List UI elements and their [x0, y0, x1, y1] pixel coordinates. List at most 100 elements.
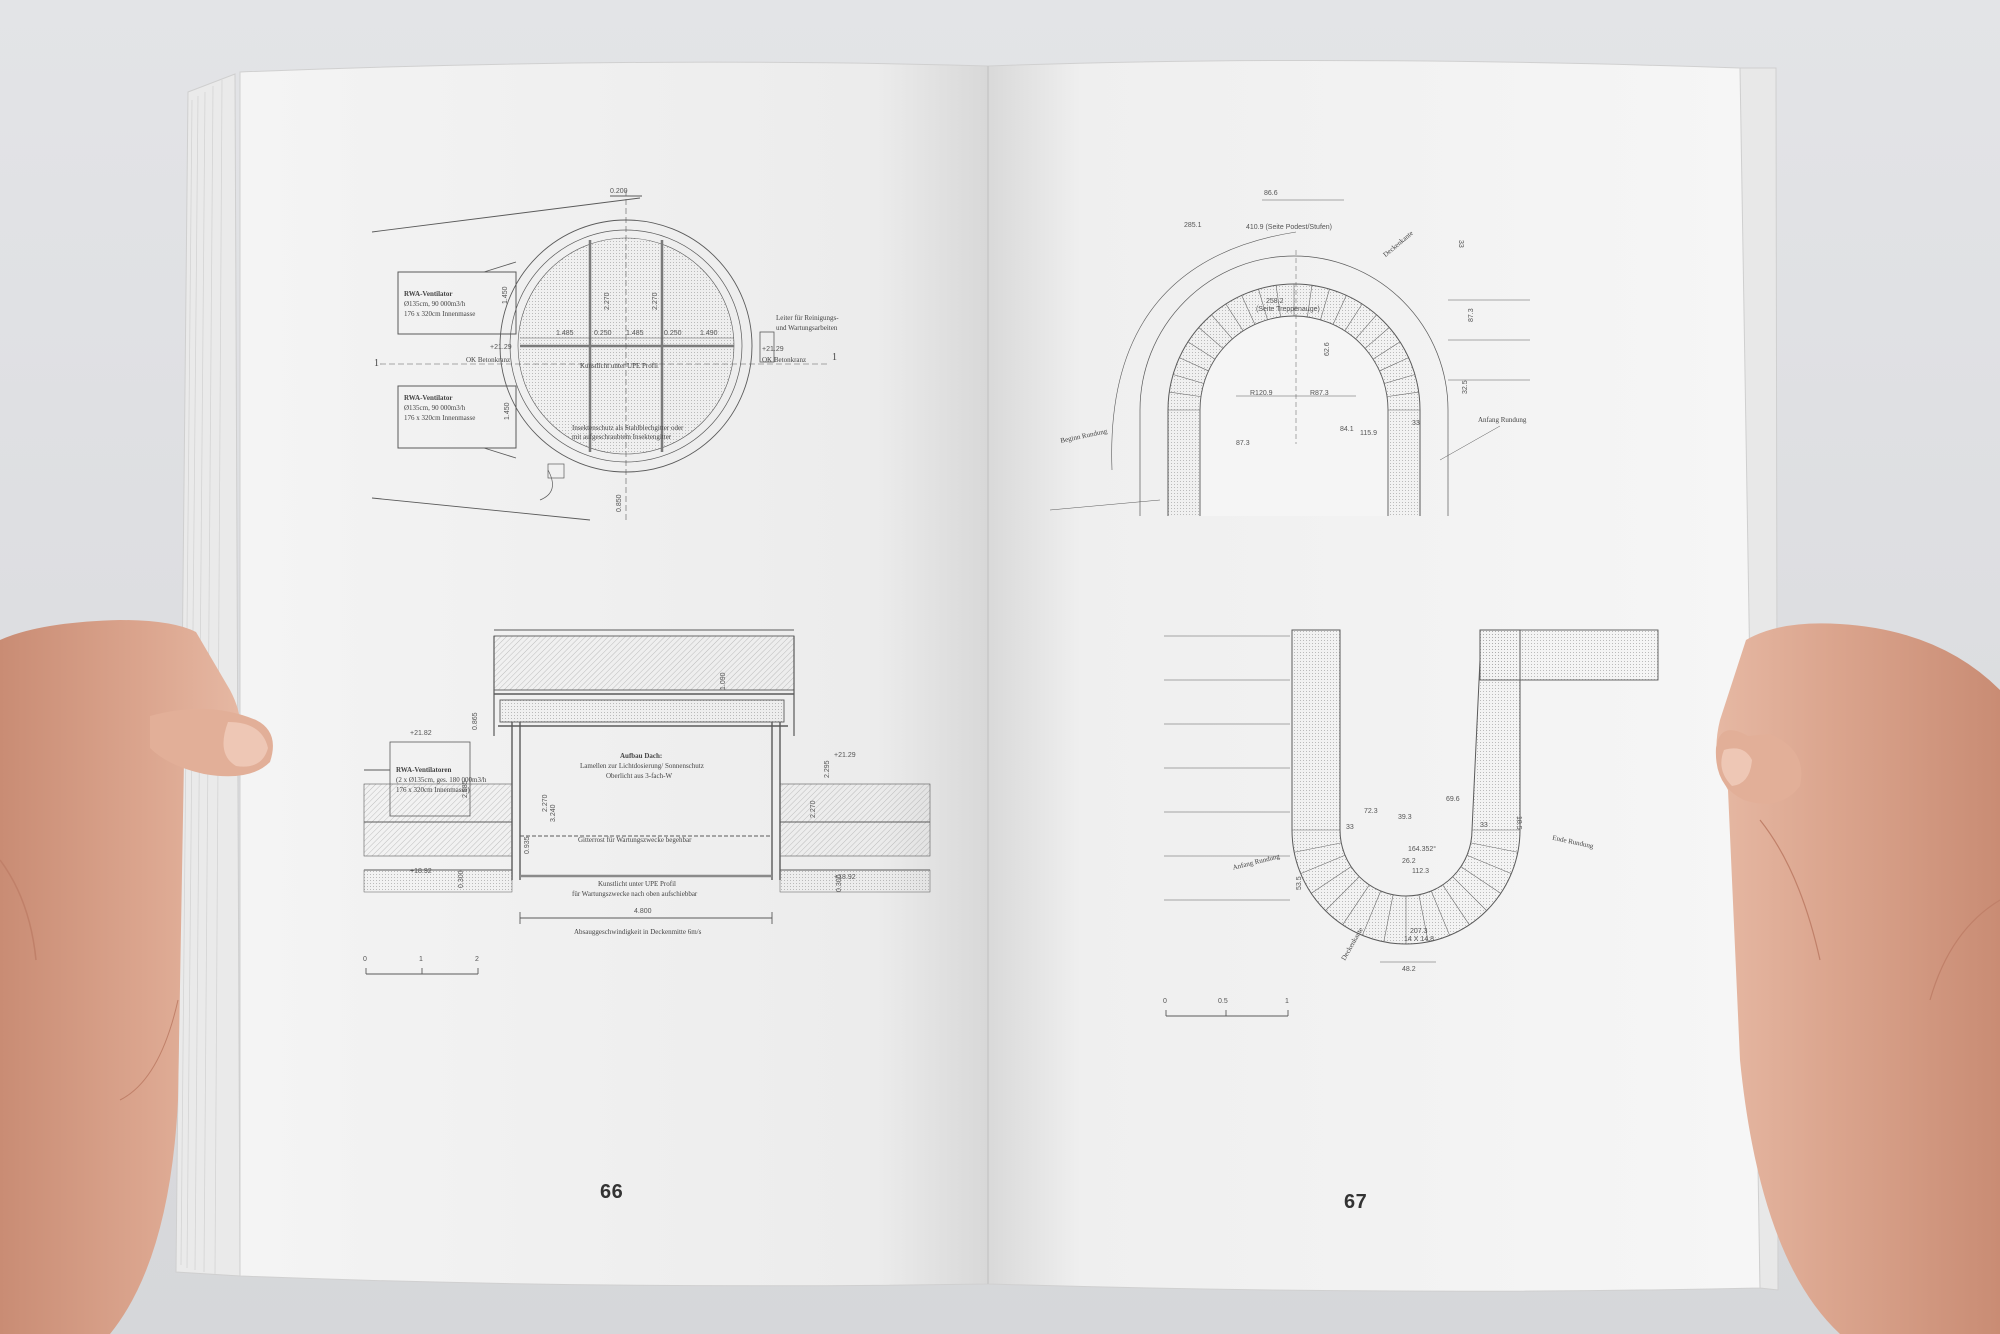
stair-top-dim: 33	[1457, 240, 1464, 248]
plan-ok-right: OK Betonkranz	[762, 356, 807, 364]
stair-bottom-dim: 207.3	[1410, 928, 1428, 935]
stair-tread	[1307, 285, 1313, 317]
section-light-2: für Wartungszwecke nach oben aufschiebba…	[572, 890, 698, 898]
stair-tread	[1342, 884, 1370, 925]
plan-insect-note: Insektenschutz als Stahlblechgitter oder	[572, 424, 684, 432]
section-scale-0: 0	[363, 956, 367, 963]
stair-bottom-dim: 39.3	[1398, 814, 1412, 821]
stair-bottom-dim: 14 X 14.8	[1404, 936, 1434, 943]
section-dim: 0.300	[836, 874, 843, 892]
section-dim: 0.865	[472, 712, 479, 730]
plan-fan-top-size: 176 x 320cm Innenmasse	[404, 310, 476, 318]
stair-bottom-dim: 48.2	[1402, 966, 1416, 973]
stair-tread	[1332, 295, 1347, 325]
stair-tread	[1430, 890, 1450, 936]
section-dim-width: 4.800	[634, 908, 652, 915]
section-roof-title: Aufbau Dach:	[620, 752, 663, 760]
stair-tread	[1187, 341, 1216, 360]
stair-bottom-dim: 33	[1346, 824, 1354, 831]
plan-fan-bottom-size: 176 x 320cm Innenmasse	[404, 414, 476, 422]
stair-top-dim: R120.9	[1250, 390, 1273, 397]
section-dim: 2.270	[542, 794, 549, 812]
plan-dim: 0.850	[616, 494, 623, 512]
stair-tread	[1198, 327, 1224, 349]
section-fan-spec: (2 x Ø135cm, ges. 180 000m3/h	[396, 776, 487, 784]
stair-top-dim: 410.9 (Seite Podest/Stufen)	[1246, 224, 1332, 231]
section-dim: 0.935	[524, 836, 531, 854]
stair-tread	[1384, 374, 1415, 384]
plan-dim: 2.270	[604, 292, 611, 310]
stair-tread	[1355, 314, 1377, 340]
stair-top-dim: 33	[1412, 420, 1420, 427]
stair-bottom-dim: 18.5	[1515, 816, 1522, 830]
stair-tread	[1442, 884, 1470, 925]
stair-tread	[1452, 876, 1487, 911]
stair-top-dim: 87.3	[1236, 440, 1250, 447]
stair-tread	[1470, 842, 1518, 853]
stair-tread	[1275, 285, 1281, 317]
stair-tread	[1225, 303, 1244, 332]
section-elevation: +21.82	[410, 730, 432, 737]
plan-dim: 0.250	[594, 330, 612, 337]
plan-dim: 2.270	[652, 292, 659, 310]
stair-top-dim: 285.1	[1184, 222, 1202, 229]
stair-top-start-label: Anfang Rundung	[1478, 416, 1527, 424]
plan-fan-top-label: RWA-Ventilator	[404, 290, 453, 298]
plan-section-mark-right: 1	[832, 352, 837, 363]
stair-tread	[1372, 341, 1401, 360]
stair-tread	[1460, 866, 1501, 894]
section-elevation: +18.92	[834, 874, 856, 881]
stair-tread	[1320, 289, 1330, 320]
plan-kunstlicht: Kunstlicht unter UPE Profil	[580, 362, 658, 370]
stair-tread	[1387, 391, 1419, 397]
stair-top-dim: 115.9	[1360, 430, 1377, 437]
section-scale-1: 1	[419, 956, 423, 963]
stair-bottom-scale-0: 0	[1163, 998, 1167, 1005]
stair-tread	[1383, 894, 1394, 942]
section-roof-line: Lamellen zur Lichtdosierung/ Sonnenschut…	[580, 762, 704, 770]
plan-dim: 0.250	[664, 330, 682, 337]
plan-dim: +21.29	[490, 344, 512, 351]
section-light-1: Kunstlicht unter UPE Profil	[598, 880, 676, 888]
stair-top-dim: 258.2	[1266, 298, 1284, 305]
stair-tread	[1300, 854, 1346, 874]
section-dim: 2.270	[810, 800, 817, 818]
section-dim: 2.985	[462, 780, 469, 798]
stair-tread	[1173, 374, 1204, 384]
plan-ladder-label-2: und Wartungsarbeiten	[776, 324, 838, 332]
page-number-right: 67	[1344, 1191, 1368, 1213]
stair-tread	[1362, 890, 1382, 936]
stair-bottom-dim: 53.5	[1296, 876, 1303, 890]
plan-ok-left: OK Betonkranz	[466, 356, 511, 364]
stair-top-dim: 84.1	[1340, 426, 1354, 433]
stair-bottom-dim: 72.3	[1364, 808, 1378, 815]
stair-tread	[1179, 357, 1209, 372]
section-roof-line-2: Oberlicht aus 3-fach-W	[606, 772, 673, 780]
stair-bottom-dim: 69.6	[1446, 796, 1460, 803]
stair-bottom-scale-2: 1	[1285, 998, 1289, 1005]
stair-tread	[1241, 295, 1256, 325]
stair-tread	[1379, 357, 1409, 372]
section-fan-label: RWA-Ventilatoren	[396, 766, 452, 774]
stair-bottom-dim: 26.2	[1402, 858, 1416, 865]
stair-top-dim: R87.3	[1310, 390, 1329, 397]
plan-fan-bottom-spec: Ø135cm, 90 000m3/h	[404, 404, 466, 412]
plan-dim: 1.485	[556, 330, 574, 337]
stair-top-dim: 86.6	[1264, 190, 1278, 197]
stair-top-dim: 87.3	[1468, 308, 1475, 322]
stair-tread	[1364, 327, 1390, 349]
stair-tread	[1466, 854, 1512, 874]
plan-dim: 0.200	[610, 188, 628, 195]
stair-tread	[1258, 289, 1268, 320]
plan-fan-bottom-label: RWA-Ventilator	[404, 394, 453, 402]
stair-top-dim: 62.6	[1324, 342, 1331, 356]
stair-tread	[1311, 866, 1352, 894]
stair-tread	[1169, 391, 1201, 397]
stair-tread	[1344, 303, 1363, 332]
section-grating: Gitterrost für Wartungszwecke begehbar	[578, 836, 692, 844]
stair-top-dim: (Seite Treppenauge)	[1256, 306, 1320, 313]
stair-tread	[1325, 876, 1360, 911]
plan-dim: 1.490	[700, 330, 718, 337]
